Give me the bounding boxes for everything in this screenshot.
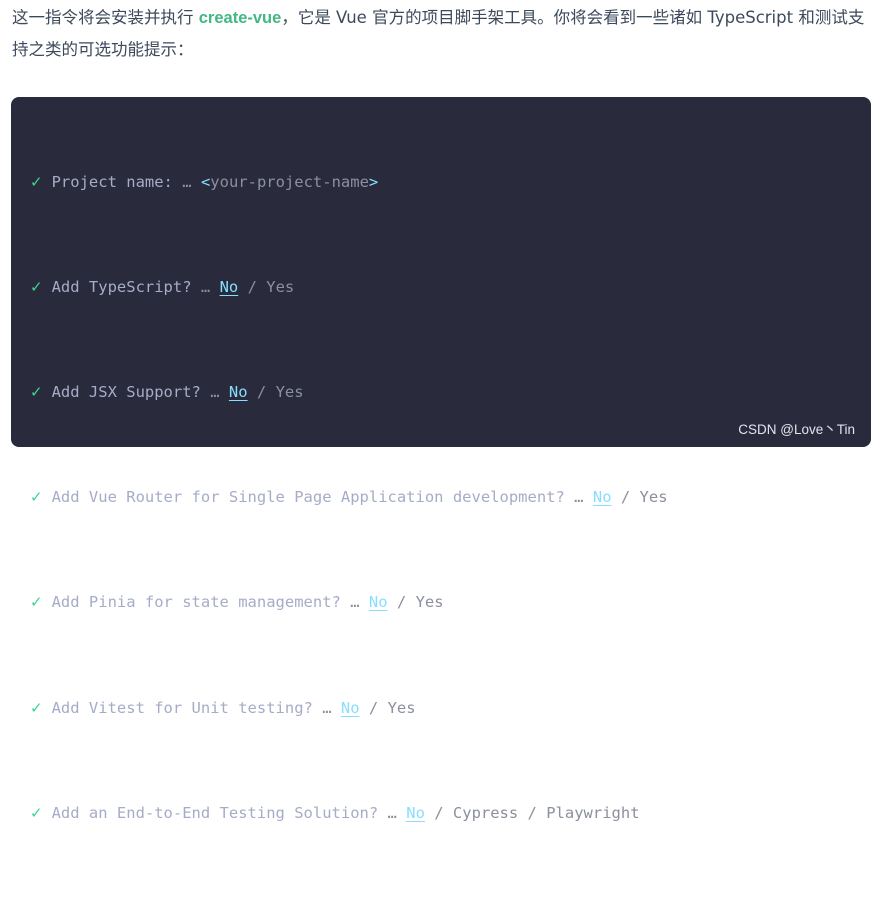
- check-icon: ✓: [30, 488, 43, 507]
- intro-paragraph: 这一指令将会安装并执行 create-vue，它是 Vue 官方的项目脚手架工具…: [12, 2, 872, 65]
- check-icon: ✓: [30, 698, 43, 717]
- prompt-line: ✓ Add Vue Router for Single Page Applicat…: [30, 484, 668, 510]
- intro-text-before: 这一指令将会安装并执行: [12, 8, 199, 27]
- bracket-close: >: [368, 172, 379, 191]
- selected-option: No: [219, 277, 239, 296]
- prompt-answer: your-project-name: [210, 172, 369, 191]
- prompt-question: Add Pinia for state management?: [51, 593, 341, 612]
- bracket-open: <: [200, 172, 211, 191]
- terminal-output: ✓Project name: … <your-project-name> ✓Ad…: [30, 116, 668, 906]
- inline-code-create-vue: create-vue: [198, 9, 282, 27]
- ellipsis: …: [574, 488, 584, 507]
- prompt-line: ✓ Project name: … <your-project-name>: [30, 169, 668, 195]
- prompt-line: ✓ Add JSX Support? … No / Yes: [30, 379, 668, 405]
- prompt-line: ✓ Add Pinia for state management? … No / …: [30, 589, 668, 615]
- prompt-question: Add an End-to-End Testing Solution?: [51, 803, 379, 822]
- ellipsis: …: [210, 382, 220, 401]
- prompt-question: Add Vue Router for Single Page Applicati…: [51, 488, 565, 507]
- other-options: / Yes: [359, 698, 416, 717]
- check-icon: ✓: [30, 803, 43, 822]
- code-block: CSDN @Love丶Tin: [11, 97, 871, 447]
- prompt-question: Add TypeScript?: [51, 277, 192, 296]
- watermark: CSDN @Love丶Tin: [738, 422, 855, 437]
- ellipsis: …: [387, 803, 397, 822]
- ellipsis: …: [322, 698, 332, 717]
- check-icon: ✓: [30, 172, 43, 191]
- prompt-line: ✓ Add TypeScript? … No / Yes: [30, 274, 668, 300]
- selected-option: No: [228, 382, 248, 401]
- other-options: / Yes: [387, 593, 444, 612]
- prompt-question: Add JSX Support?: [51, 382, 201, 401]
- other-options: / Yes: [247, 382, 304, 401]
- selected-option: No: [406, 803, 425, 822]
- prompt-line: ✓Add ESLint for code quality? … No / Yes: [30, 905, 668, 906]
- selected-option: No: [368, 593, 388, 612]
- selected-option: No: [340, 698, 360, 717]
- prompt-line: ✓ Add Vitest for Unit testing? … No / Yes: [30, 695, 668, 721]
- check-icon: ✓: [30, 277, 43, 296]
- intro-text-after: ，它是 Vue 官方的项目脚手架工具。你将会看到一些诸如 TypeScript …: [12, 8, 865, 59]
- prompt-line: ✓ Add an End-to-End Testing Solution? … N…: [30, 800, 668, 826]
- other-options: / Yes: [238, 277, 295, 296]
- ellipsis: …: [350, 593, 360, 612]
- other-options: / Cypress / Playwright: [424, 803, 640, 822]
- ellipsis: …: [182, 172, 192, 191]
- check-icon: ✓: [30, 593, 43, 612]
- prompt-question: Project name:: [51, 172, 173, 191]
- check-icon: ✓: [30, 382, 43, 401]
- ellipsis: …: [200, 277, 211, 296]
- selected-option: No: [592, 488, 612, 507]
- prompt-question: Add Vitest for Unit testing?: [51, 698, 313, 717]
- other-options: / Yes: [611, 488, 668, 507]
